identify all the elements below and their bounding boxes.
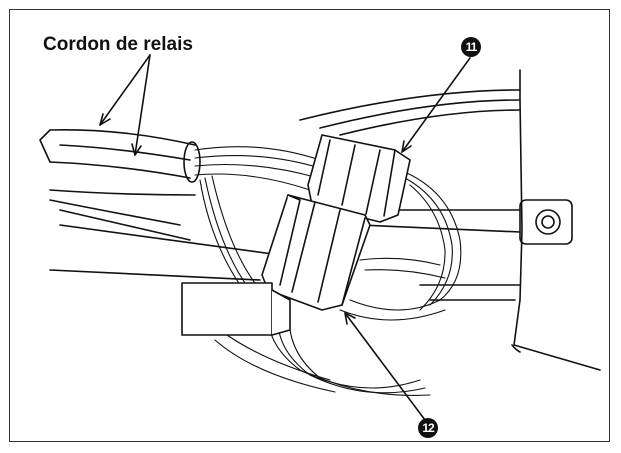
screw-bracket	[519, 199, 573, 245]
callout-11-badge: 11	[461, 37, 481, 57]
screw-icon	[535, 209, 561, 235]
leader-11	[401, 57, 471, 153]
housing-edge	[513, 69, 601, 371]
leader-12	[344, 312, 426, 421]
connector-plug	[181, 282, 291, 336]
connector-11	[307, 134, 411, 223]
callout-12-badge: 12	[418, 418, 438, 438]
relay-cord	[39, 129, 201, 226]
relay-cord-label: Cordon de relais	[43, 34, 193, 55]
leader-cord-1	[99, 54, 151, 126]
leader-cord-2	[134, 54, 151, 156]
wire-bundle	[194, 146, 462, 396]
